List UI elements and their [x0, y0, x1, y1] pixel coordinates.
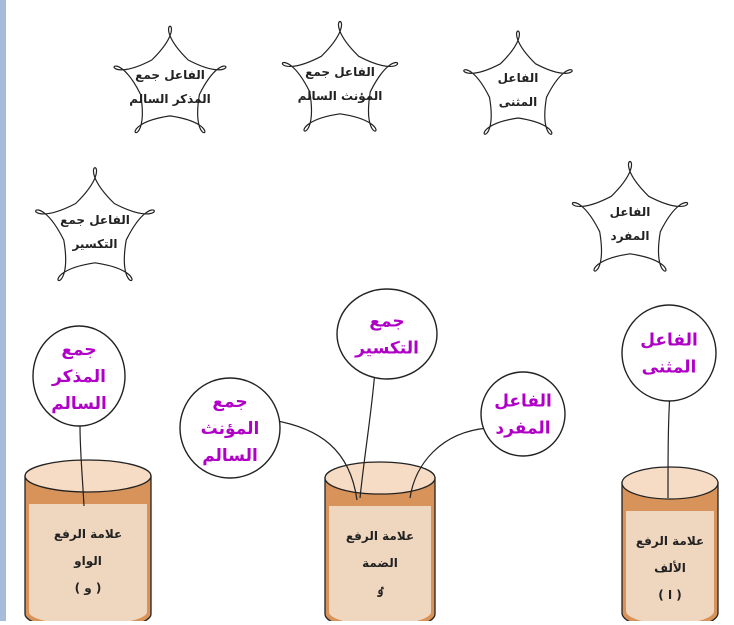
balloon-mudhakkar-shape	[32, 325, 126, 427]
pot-waw-label: الواو	[73, 554, 102, 569]
pot-waw-label: ( و )	[75, 581, 102, 596]
left-edge-bar	[0, 0, 6, 621]
pot-damma-rim	[324, 461, 436, 495]
flower-mufrad-label: الفاعل	[610, 205, 651, 219]
flower-jam-mudhakkar-label: الفاعل جمع	[135, 68, 205, 82]
balloon-muannath-label: جمع	[212, 392, 247, 412]
flower-muthanna-outline	[463, 30, 573, 135]
balloon-taksir-string	[359, 369, 376, 499]
balloon-taksir-label: التكسير	[354, 339, 419, 359]
balloon-muthanna-shape	[621, 304, 717, 402]
balloon-mufrad-shape	[480, 371, 566, 457]
flower-mufrad-outline	[571, 160, 689, 272]
balloon-muthanna-label: الفاعل	[640, 331, 698, 351]
balloon-mufrad: الفاعل المفرد	[480, 371, 566, 457]
pot-alif-label: ( ا )	[658, 588, 681, 602]
flower-jam-muannath-label: الفاعل جمع	[305, 65, 375, 79]
balloon-mudhakkar-label: المذكر	[51, 367, 106, 387]
pot-waw-label: علامة الرفع	[54, 527, 122, 541]
pot-alif-label: الألف	[654, 560, 686, 575]
balloon-mufrad-label: المفرد	[495, 419, 550, 439]
pot-damma-label: الضمة	[362, 556, 398, 570]
balloon-muthanna: الفاعل المثنى	[621, 304, 717, 402]
balloon-mudhakkar: جمع المذكر السالم	[32, 325, 126, 427]
flower-jam-taksir: الفاعل جمع التكسير	[35, 167, 155, 281]
pot-damma-label: علامة الرفع	[346, 529, 414, 543]
pot-damma: علامة الرفع الضمة ٶ	[324, 461, 436, 625]
flower-mufrad: الفاعل المفرد	[571, 160, 689, 272]
balloon-taksir-label: جمع	[369, 312, 404, 332]
pot-alif: علامة الرفع الألف ( ا )	[621, 466, 719, 625]
balloon-muthanna-label: المثنى	[642, 358, 697, 378]
pot-alif-label: علامة الرفع	[636, 534, 704, 548]
flower-muthanna-label: الفاعل	[498, 71, 539, 85]
flower-muthanna-label: المثنى	[499, 95, 538, 109]
flower-jam-taksir-label: الفاعل جمع	[60, 213, 130, 227]
balloon-mufrad-string	[409, 427, 489, 499]
flower-jam-muannath-outline	[281, 20, 399, 132]
pot-waw-label-panel	[29, 504, 147, 625]
pot-waw-rim	[24, 459, 152, 493]
pot-waw: علامة الرفع الواو ( و )	[24, 459, 152, 625]
pot-damma-label: ٶ	[376, 583, 384, 597]
balloon-mufrad-label: الفاعل	[494, 392, 552, 412]
flower-jam-mudhakkar-outline	[113, 25, 227, 134]
balloon-taksir: جمع التكسير	[336, 288, 438, 380]
balloon-muannath-label: المؤنث	[201, 419, 260, 439]
pot-alif-label-panel	[626, 511, 714, 624]
balloon-muthanna-string	[667, 391, 671, 499]
flower-muthanna: الفاعل المثنى	[463, 30, 573, 135]
balloon-muannath-string	[271, 419, 358, 501]
balloon-mudhakkar-string	[79, 425, 85, 507]
flower-jam-taksir-outline	[35, 167, 155, 281]
pot-alif-rim	[621, 466, 719, 500]
balloon-mudhakkar-label: جمع	[61, 340, 96, 360]
balloon-muannath-shape	[179, 377, 281, 479]
balloon-muannath-label: السالم	[202, 446, 258, 466]
pot-damma-label-panel	[329, 506, 431, 625]
flower-jam-muannath: الفاعل جمع المؤنث السالم	[281, 20, 399, 132]
balloon-muannath: جمع المؤنث السالم	[179, 377, 281, 479]
balloon-mudhakkar-label: السالم	[51, 394, 107, 414]
balloon-taksir-shape	[336, 288, 438, 380]
flower-jam-mudhakkar: الفاعل جمع المذكر السالم	[113, 25, 227, 134]
flower-jam-taksir-label: التكسير	[71, 237, 117, 251]
flower-jam-mudhakkar-label: المذكر السالم	[129, 92, 210, 106]
flower-jam-muannath-label: المؤنث السالم	[298, 89, 383, 104]
flower-mufrad-label: المفرد	[611, 229, 650, 243]
